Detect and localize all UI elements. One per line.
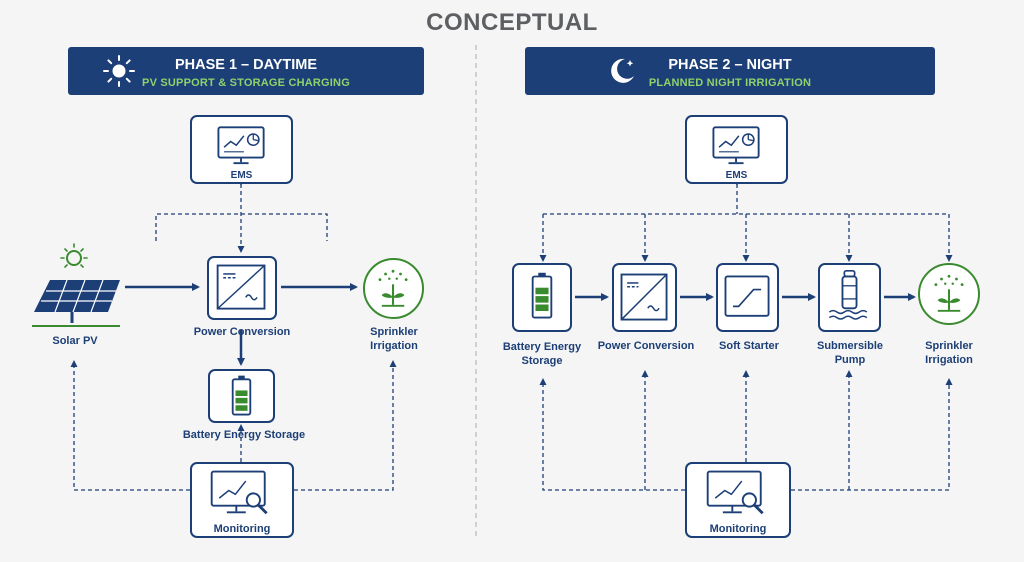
phase2-pump-label: Submersible Pump <box>816 340 884 366</box>
ems-monitor-icon <box>712 126 760 165</box>
phase1-sprinkler-label: Sprinkler Irrigation <box>370 326 418 352</box>
phase1-battery-label: Battery Energy Storage <box>182 429 306 441</box>
phase1-ems-box: EMS <box>190 115 293 184</box>
phase2-sprinkler-circle <box>918 263 980 325</box>
monitoring-icon <box>706 470 764 515</box>
sprinkler-icon <box>378 269 408 307</box>
ems-monitor-icon <box>217 126 265 165</box>
moon-icon <box>611 58 634 83</box>
phase2-ems-box: EMS <box>685 115 788 184</box>
phase1-power-box <box>207 256 277 320</box>
page-title: CONCEPTUAL <box>426 9 598 36</box>
battery-icon <box>531 272 553 319</box>
phase1-monitoring-box: Monitoring <box>190 462 294 538</box>
phase2-power-label: Power Conversion <box>597 340 695 352</box>
phase1-header: PHASE 1 – DAYTIME PV SUPPORT & STORAGE C… <box>68 47 424 95</box>
phase1-subtitle: PV SUPPORT & STORAGE CHARGING <box>142 77 350 89</box>
pump-icon <box>828 269 868 320</box>
soft-starter-icon <box>724 275 770 317</box>
phase2-monitoring-box: Monitoring <box>685 462 791 538</box>
phase1-sprinkler-circle <box>363 258 424 319</box>
inverter-icon <box>216 264 266 310</box>
phase2-battery-box <box>512 263 572 332</box>
inverter-icon <box>620 273 668 321</box>
phase2-title: PHASE 2 – NIGHT <box>668 57 792 73</box>
phase2-header: PHASE 2 – NIGHT PLANNED NIGHT IRRIGATION <box>525 47 935 95</box>
phase2-softstarter-label: Soft Starter <box>719 340 779 352</box>
phase2-subtitle: PLANNED NIGHT IRRIGATION <box>648 77 812 89</box>
battery-icon <box>231 375 252 416</box>
phase1-battery-box <box>208 369 275 423</box>
phase1-power-label: Power Conversion <box>193 326 291 338</box>
phase1-ems-label: EMS <box>230 170 253 181</box>
phase2-battery-label: Battery Energy Storage <box>502 341 582 367</box>
phase2-sprinkler-label: Sprinkler Irrigation <box>925 340 973 366</box>
phase2-softstarter-box <box>716 263 779 332</box>
solar-pv-icon <box>32 243 120 327</box>
phase2-monitoring-label: Monitoring <box>709 523 767 535</box>
sprinkler-icon <box>934 274 964 312</box>
phase2-pump-box <box>818 263 881 332</box>
monitoring-icon <box>210 470 268 515</box>
phase1-monitoring-label: Monitoring <box>213 523 271 535</box>
phase2-ems-label: EMS <box>725 170 748 181</box>
phase1-solar-label: Solar PV <box>52 335 98 347</box>
sun-icon <box>103 55 135 87</box>
phase1-title: PHASE 1 – DAYTIME <box>174 57 318 73</box>
phase2-power-box <box>612 263 677 332</box>
